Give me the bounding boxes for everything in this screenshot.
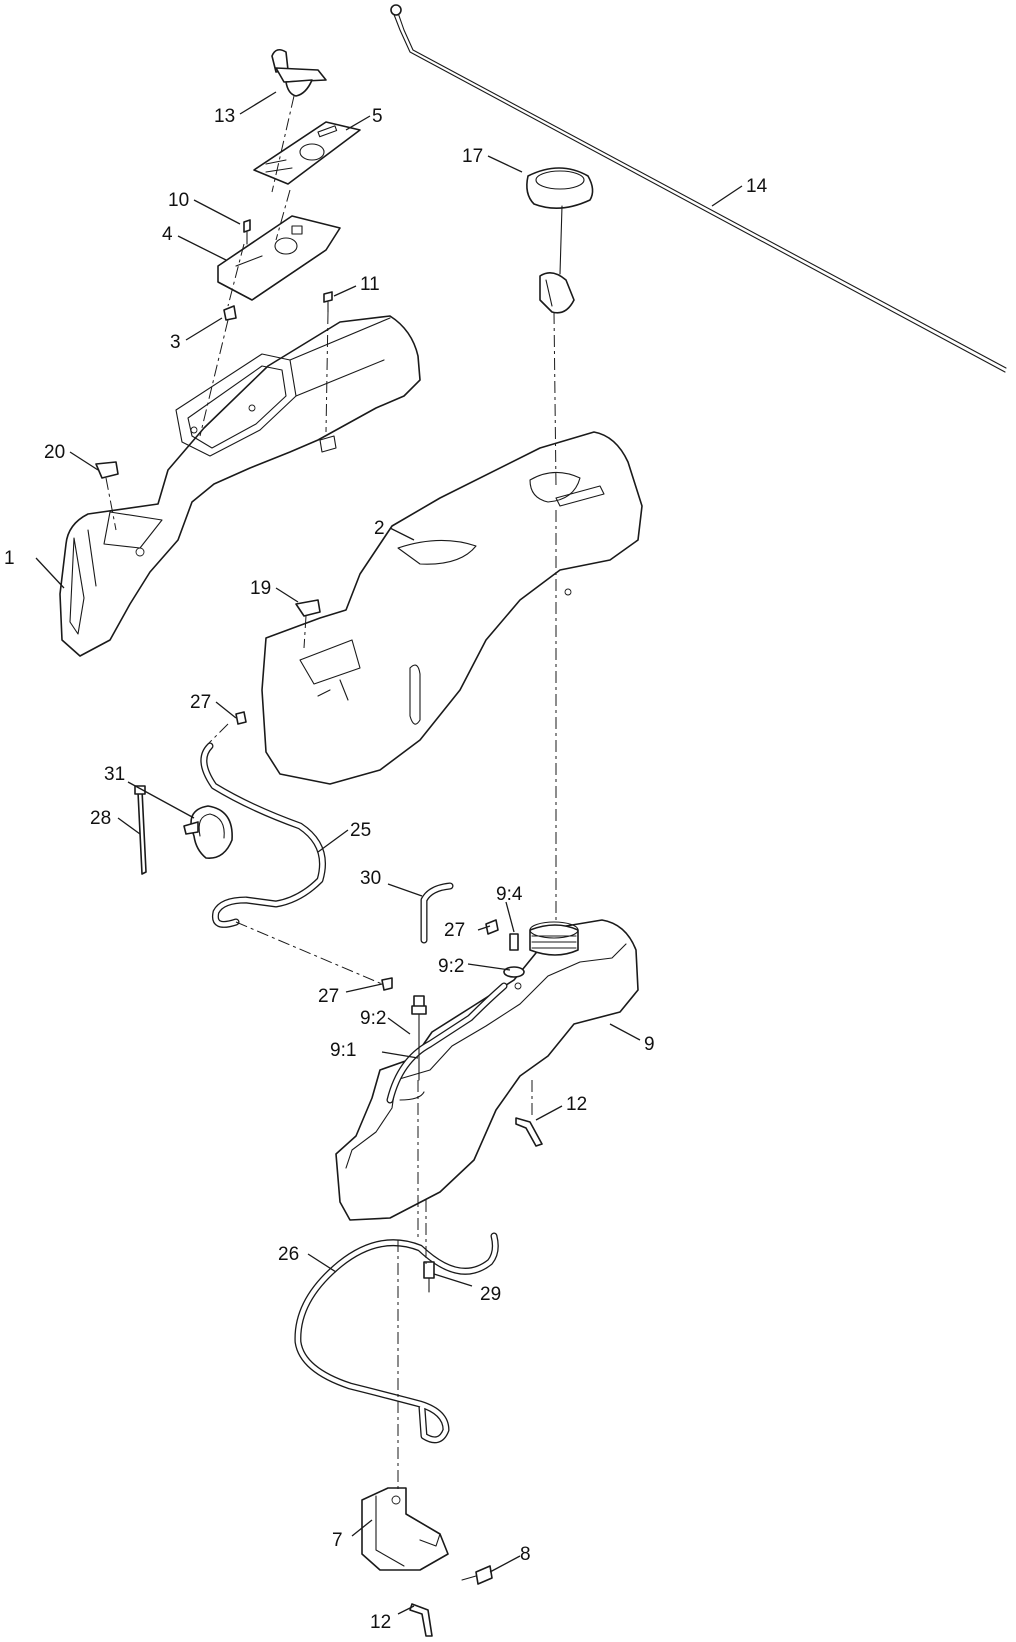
bracket-7 [361,1487,449,1571]
callout-labels: 1 2 3 4 5 7 8 9 9:1 9:2 9:2 9:4 10 11 12… [4,106,768,1633]
hose-30 [420,882,454,944]
clip-nut-3 [223,305,237,321]
callout-12-upper: 12 [566,1094,587,1115]
clip-27-a [235,711,247,725]
callout-4: 4 [162,224,173,245]
callout-3: 3 [170,332,181,353]
callout-26: 26 [278,1244,299,1265]
hose-26 [294,1232,499,1444]
front-cover [59,315,421,657]
screw-11 [323,291,333,313]
callout-12-lower: 12 [370,1612,391,1633]
callout-17: 17 [462,146,483,167]
cable-tie-28 [134,785,147,875]
fitting-29 [423,1261,435,1293]
callout-9-2-upper: 9:2 [438,956,464,977]
callout-14: 14 [746,176,768,197]
clip-12-b [409,1603,433,1637]
shift-plate-decal [253,121,361,185]
callout-27-c: 27 [318,986,339,1007]
decal-19 [295,599,321,617]
callout-19: 19 [250,578,271,599]
callout-5: 5 [372,106,383,127]
callout-9-2-lower: 9:2 [360,1008,386,1029]
callout-10: 10 [168,190,189,211]
tank-fuel-fittings [386,933,525,1104]
clip-27-c [381,977,393,991]
callout-8: 8 [520,1544,531,1565]
strap-31 [183,805,233,859]
callout-11: 11 [360,274,380,295]
callout-25: 25 [350,820,371,841]
callout-13: 13 [214,106,235,127]
callout-29: 29 [480,1284,501,1305]
callout-7: 7 [332,1530,343,1551]
callout-9: 9 [644,1034,655,1055]
bolt-8 [461,1565,493,1585]
screw-10 [243,219,251,245]
clip-27-b [485,919,499,935]
callout-9-4: 9:4 [496,884,523,905]
callout-27-a: 27 [190,692,211,713]
rear-cover [261,431,643,785]
clip-12-a [515,1117,543,1147]
hose-25 [200,742,326,928]
callout-2: 2 [374,518,385,539]
callout-27-b: 27 [444,920,465,941]
shift-plate [217,215,341,301]
callout-31: 31 [104,764,125,785]
alignment-lines [105,95,557,1490]
callout-20: 20 [44,442,65,463]
fuel-cap [526,167,594,314]
dipstick-rod [390,4,1007,373]
callout-9-1: 9:1 [330,1040,356,1061]
leader-lines [35,91,743,1615]
shift-lever-knob [271,48,327,97]
callout-28: 28 [90,808,111,829]
callout-1: 1 [4,548,15,569]
decal-20 [95,461,119,479]
fuel-tank [335,919,639,1221]
callout-30: 30 [360,868,381,889]
